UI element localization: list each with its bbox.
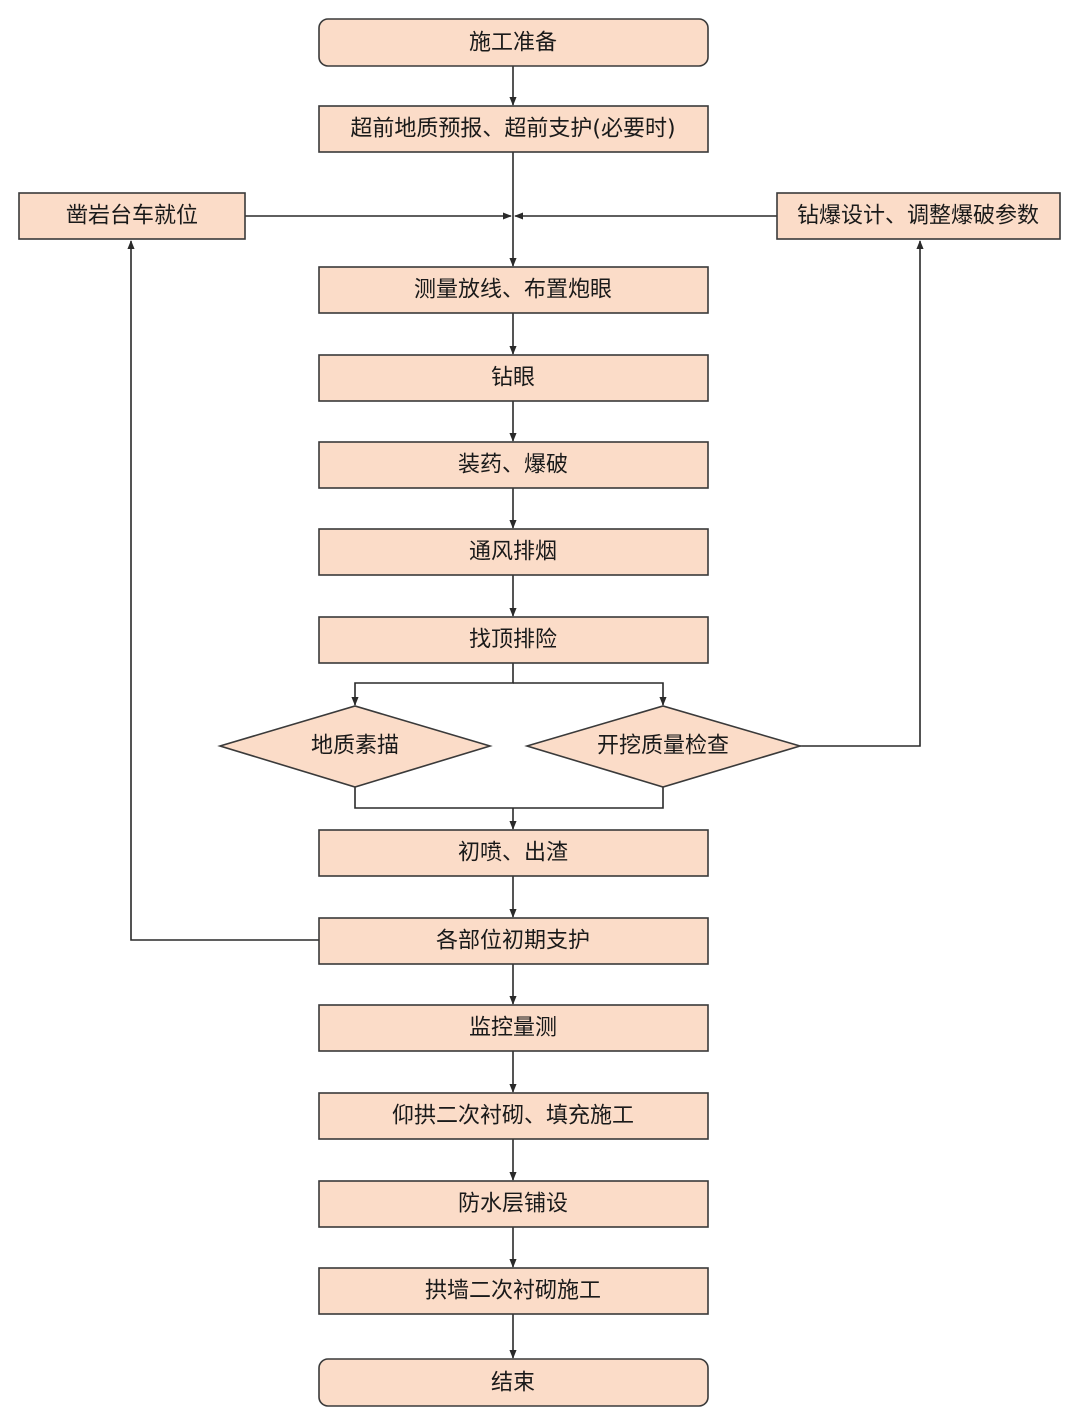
node-waterproof: 防水层铺设: [318, 1180, 709, 1228]
node-label: 钻眼: [491, 366, 535, 391]
arrow-excavation-check-blast-design: [800, 240, 924, 747]
node-charge: 装药、爆破: [318, 441, 709, 489]
node-survey: 测量放线、布置炮眼: [318, 266, 709, 314]
node-label: 结束: [491, 1371, 535, 1396]
node-label: 防水层铺设: [458, 1192, 568, 1217]
node-jumbo: 凿岩台车就位: [18, 192, 246, 240]
node-excavation-check: 开挖质量检查: [524, 705, 803, 788]
node-scaling: 找顶排险: [318, 616, 709, 664]
process-box: [318, 354, 709, 402]
process-box: [318, 528, 709, 576]
node-label: 各部位初期支护: [436, 929, 590, 954]
node-blast-design: 钻爆设计、调整爆破参数: [776, 192, 1061, 240]
node-start: 施工准备: [318, 18, 709, 67]
node-label: 施工准备: [469, 31, 557, 56]
terminator-shape: [318, 1358, 709, 1407]
node-label: 初喷、出渣: [458, 841, 568, 866]
process-box: [318, 917, 709, 965]
node-arch-lining: 拱墙二次衬砌施工: [318, 1267, 709, 1315]
node-end: 结束: [318, 1358, 709, 1407]
node-forecast: 超前地质预报、超前支护(必要时): [318, 105, 709, 153]
process-box: [318, 829, 709, 877]
node-label: 开挖质量检查: [597, 734, 729, 759]
node-invert-lining: 仰拱二次衬砌、填充施工: [318, 1092, 709, 1140]
process-box: [776, 192, 1061, 240]
line-diamonds-join: [354, 787, 664, 809]
process-box: [318, 1267, 709, 1315]
process-box: [318, 105, 709, 153]
process-box: [18, 192, 246, 240]
node-label: 仰拱二次衬砌、填充施工: [392, 1104, 634, 1129]
decision-diamond: [217, 705, 493, 788]
node-label: 监控量测: [469, 1016, 557, 1041]
node-monitoring: 监控量测: [318, 1004, 709, 1052]
process-box: [318, 1004, 709, 1052]
arrow-scaling-excavation-check: [513, 682, 667, 706]
node-label: 找顶排险: [469, 628, 557, 653]
process-box: [318, 1180, 709, 1228]
node-initial-support: 各部位初期支护: [318, 917, 709, 965]
node-label: 地质素描: [311, 734, 399, 759]
process-box: [318, 266, 709, 314]
decision-diamond: [524, 705, 803, 788]
node-label: 钻爆设计、调整爆破参数: [797, 204, 1039, 229]
terminator-shape: [318, 18, 709, 67]
node-drill: 钻眼: [318, 354, 709, 402]
node-ventilate: 通风排烟: [318, 528, 709, 576]
node-geo-sketch: 地质素描: [217, 705, 493, 788]
node-label: 测量放线、布置炮眼: [414, 278, 612, 303]
node-label: 超前地质预报、超前支护(必要时): [350, 117, 675, 142]
node-label: 通风排烟: [469, 540, 557, 565]
node-label: 装药、爆破: [458, 453, 568, 478]
process-box: [318, 1092, 709, 1140]
connectors: [127, 66, 924, 1359]
node-shotcrete: 初喷、出渣: [318, 829, 709, 877]
arrow-scaling-geo-sketch: [351, 663, 514, 706]
process-box: [318, 616, 709, 664]
arrow-initial-support-jumbo: [127, 240, 319, 941]
process-box: [318, 441, 709, 489]
node-label: 拱墙二次衬砌施工: [425, 1279, 601, 1304]
node-label: 凿岩台车就位: [66, 204, 198, 229]
